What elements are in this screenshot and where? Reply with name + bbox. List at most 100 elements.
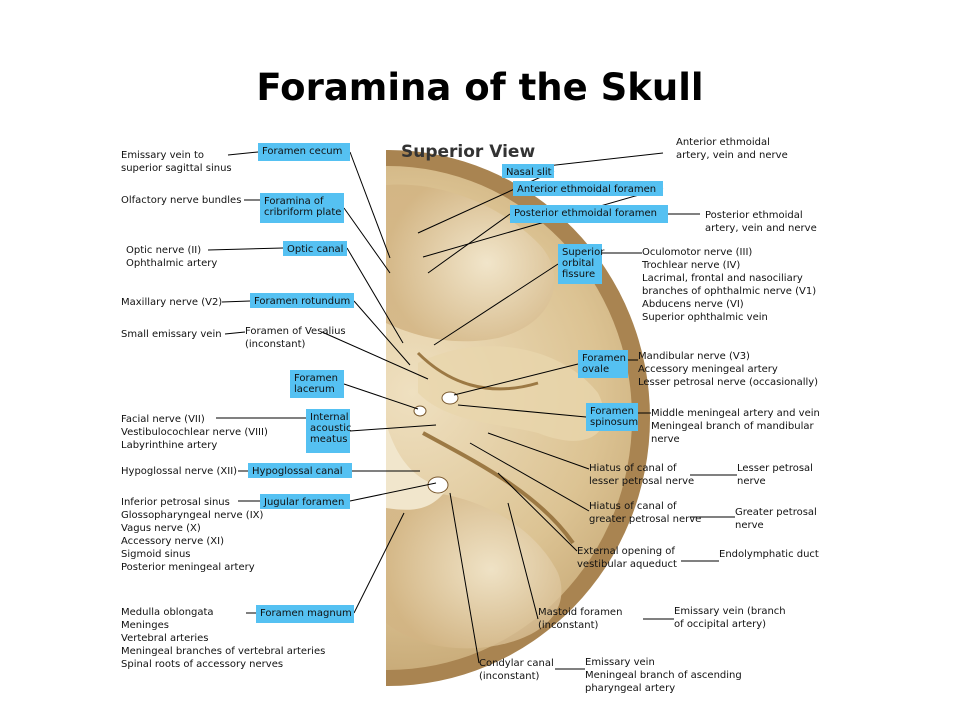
foramen-rotundum-box [250,293,354,308]
hypoglossal-canal-box [248,463,352,478]
foramen-magnum-opening [427,476,449,494]
leader-line [353,512,405,614]
leader-line [346,247,404,344]
internal-acoustic-meatus-box [306,409,350,453]
foramen-rotundum-label: Foramen rotundum [250,293,354,308]
optic-canal-label: Optic canal [283,241,347,256]
orbital-fissure-contents-text: Oculomotor nerve (III)Trochlear nerve (I… [641,247,816,323]
foramen-lacerum-box [290,370,344,398]
foramen-ovale-opening [441,391,459,405]
jugular-foramen-label: Jugular foramen [260,494,350,509]
foramen-ovale-box [578,350,628,378]
leader-line [507,502,539,620]
foramen-magnum-box [256,605,354,623]
ovale-contents-text: Mandibular nerve (V3)Accessory meningeal… [638,351,818,388]
leader-line [433,263,559,346]
leader-line [227,151,259,156]
view-title: Superior View [401,142,535,162]
leader-line [343,383,419,410]
foramen-lacerum-opening [413,405,427,417]
jugular-foramen-box [260,494,350,509]
leader-line [224,331,246,335]
foramen-cecum-label: Foramen cecum [258,143,350,161]
middle-cranial-fossa [418,346,605,441]
nasal-slit-box [502,164,554,178]
maxillary-nerve-text: Maxillary nerve (V2) [121,297,222,308]
leader-line [427,213,511,274]
hypoglossal-nerve-text: Hypoglossal nerve (XII) [121,466,237,477]
optic-canal-box [283,241,347,256]
leader-line [349,151,391,259]
midline-edge [380,133,386,693]
leader-line [353,300,411,366]
foramen-of-vesalius-text: Foramen of Vesalius(inconstant) [245,326,346,350]
hypoglossal-canal-text: Hypoglossal canal [252,466,343,477]
mastoid-foramen-text: Mastoid foramen(inconstant) [538,607,622,631]
leader-line [349,482,437,502]
jugular-foramen-text: Jugular foramen [263,497,344,508]
optic-canal-text: Optic canal [287,244,343,255]
olfactory-nerve-bundles-text: Olfactory nerve bundles [121,195,241,206]
leader-line [487,432,590,470]
posterior-ethmoidal-foramen-text: Posterior ethmoidal foramen [514,208,657,219]
leader-line [457,404,587,418]
endolymphatic-duct-text: Endolymphatic duct [719,549,819,560]
anterior-ethmoidal-foramen-box [513,181,663,196]
leader-lines [207,151,737,670]
leader-line [343,207,391,274]
leader-line [207,247,284,251]
optic-nerve-text: Optic nerve (II)Ophthalmic artery [126,245,217,269]
leader-line [453,363,579,396]
posterior-cranial-fossa [386,491,562,649]
anterior-ethmoidal-foramen-label: Anterior ethmoidal foramen [513,181,663,196]
foramen-spinosum-box [586,403,638,431]
nasal-slit-label: Nasal slit [502,164,554,178]
foramen-magnum-label: Foramen magnum [256,605,354,623]
posterior-ethmoidal-foramen-label: Posterior ethmoidal foramen [510,205,668,223]
foramen-cecum-box [258,143,350,161]
anterior-cranial-fossa [386,184,555,342]
structure-labels: Foramen of Vesalius(inconstant) Hiatus of… [245,326,701,682]
leader-line [469,442,590,512]
nasal-slit-text: Nasal slit [506,167,552,178]
condylar-canal-text: Condylar canal(inconstant) [479,658,554,682]
small-emissary-vein-text: Small emissary vein [121,329,222,340]
foramen-cecum-text: Foramen cecum [262,146,342,157]
leader-line [321,331,429,380]
hypoglossal-canal-label: Hypoglossal canal [248,463,352,478]
foramina-of-cribriform-plate-box [260,193,344,223]
skull-illustration [380,133,650,693]
facial-nerve-group-text: Facial nerve (VII)Vestibulocochlear nerv… [121,414,268,451]
superior-orbital-fissure-box [558,244,602,284]
posterior-ethmoidal-foramen-box [510,205,668,223]
foramen-rotundum-text: Foramen rotundum [254,296,350,307]
leader-line [497,472,578,552]
leader-line [221,300,251,303]
